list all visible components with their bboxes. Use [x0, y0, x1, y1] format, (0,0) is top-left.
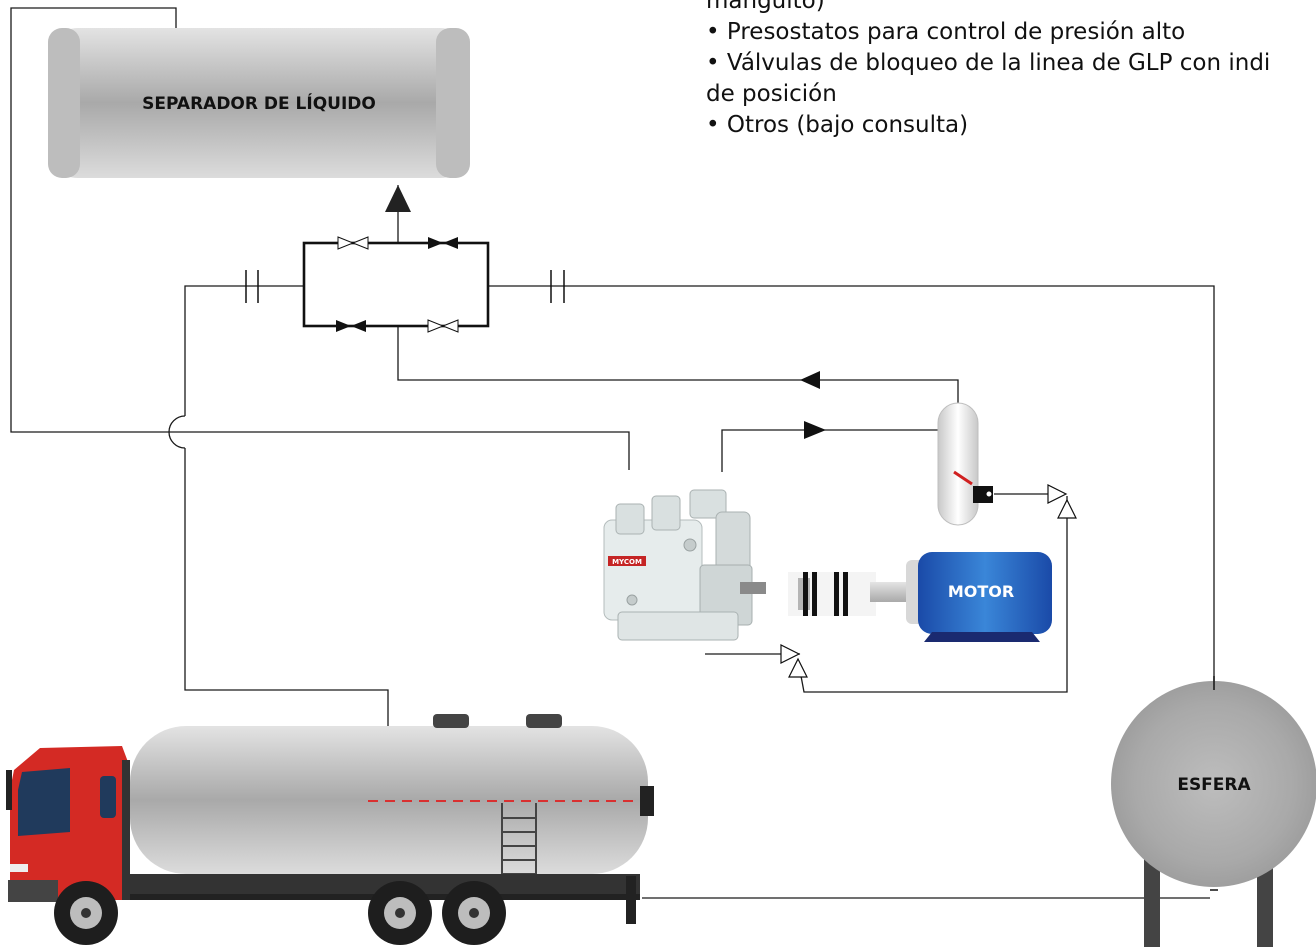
equipment-notes: manguito) • Presostatos para control de … [706, 0, 1316, 141]
sphere-label: ESFERA [1177, 775, 1251, 795]
flange-left [245, 270, 259, 303]
truck-wheel [368, 881, 432, 945]
truck-wheel [54, 881, 118, 945]
flow-arrow-right [804, 421, 826, 439]
flange-right [550, 270, 565, 303]
relief-valve-lower [780, 644, 808, 678]
piping [10, 7, 1215, 899]
relief-valve-upper [1047, 484, 1077, 519]
note-line: • Válvulas de bloqueo de la linea de GLP… [706, 50, 1271, 76]
coupling [788, 572, 912, 616]
compressor-brand: MYCOM [612, 558, 642, 566]
valve-closed-top [428, 237, 458, 249]
motor-label: MOTOR [948, 582, 1014, 601]
note-line: • Otros (bajo consulta) [706, 112, 969, 138]
liquid-separator: SEPARADOR DE LÍQUIDO [48, 28, 470, 178]
manifold [302, 241, 490, 328]
flow-arrow-left [800, 371, 820, 389]
motor: MOTOR [906, 552, 1052, 642]
compressor: MYCOM [603, 489, 766, 641]
truck-wheel [442, 881, 506, 945]
flow-arrow-up [385, 185, 411, 212]
valve-open-bottom [427, 319, 459, 333]
note-line: de posición [706, 81, 837, 107]
valve-closed-bottom [336, 320, 366, 332]
storage-sphere: ESFERA [1111, 676, 1316, 947]
separator-label: SEPARADOR DE LÍQUIDO [142, 92, 376, 114]
tanker-truck [6, 714, 654, 945]
valve-open-top [337, 236, 369, 250]
note-line: manguito) [706, 0, 825, 14]
pipe-crossover [168, 415, 186, 449]
note-line: • Presostatos para control de presión al… [706, 19, 1186, 45]
oil-separator-vessel [937, 402, 993, 526]
